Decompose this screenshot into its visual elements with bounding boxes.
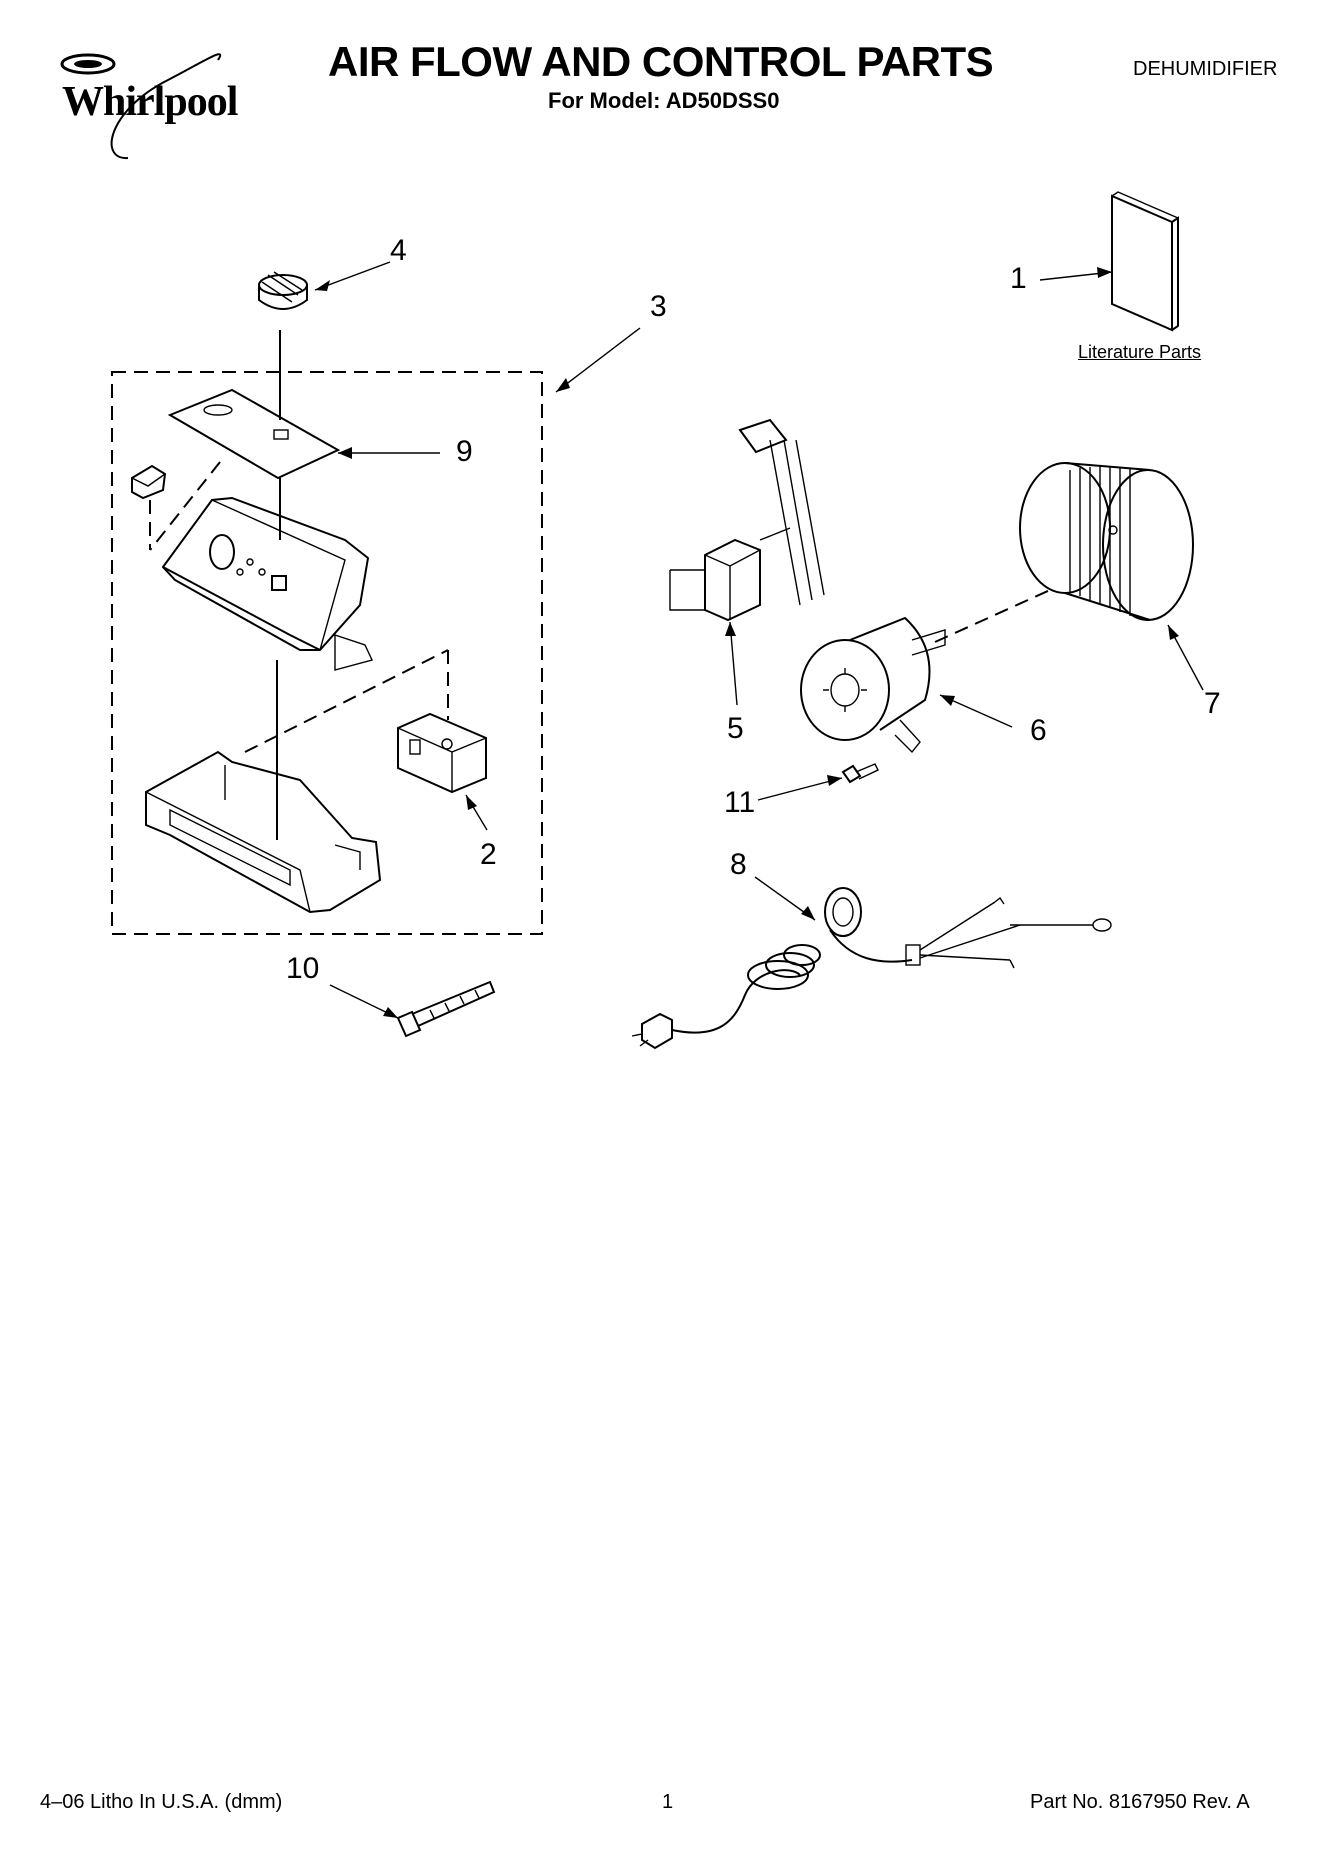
logo-swirl-icon — [60, 53, 222, 160]
whirlpool-logo: Whirlpool — [28, 40, 268, 170]
footer-page-number: 1 — [662, 1791, 674, 1813]
control-housing-part — [161, 496, 373, 671]
control-overlay-part — [167, 388, 341, 480]
screw-part — [841, 763, 879, 784]
callout-11: 11 — [724, 786, 756, 819]
footer-print-info: 4–06 Litho In U.S.A. (dmm) — [40, 1791, 283, 1813]
callout-10: 10 — [286, 952, 320, 985]
callout-6: 6 — [1030, 714, 1047, 747]
switch-block-part — [397, 712, 487, 794]
page-title: AIR FLOW AND CONTROL PARTS — [328, 38, 994, 85]
callout-4: 4 — [390, 234, 407, 267]
literature-parts-label: Literature Parts — [1078, 342, 1202, 362]
cable-tie-part — [396, 980, 496, 1038]
callout-8: 8 — [730, 848, 747, 881]
model-subtitle: For Model: AD50DSS0 — [548, 88, 780, 113]
control-base-tray-part — [145, 750, 382, 914]
callout-5: 5 — [727, 712, 744, 745]
callout-leaders — [314, 261, 1204, 1019]
blower-wheel-part — [1019, 462, 1194, 621]
knob-part — [258, 271, 308, 310]
callout-1: 1 — [1010, 262, 1027, 295]
capacitor-part — [669, 538, 761, 622]
power-cord-part — [631, 887, 1112, 1050]
callout-3: 3 — [650, 290, 667, 323]
callout-2: 2 — [480, 838, 497, 871]
control-assembly-boundary — [111, 371, 543, 935]
callout-7: 7 — [1204, 687, 1221, 720]
product-category: DEHUMIDIFIER — [1133, 58, 1278, 80]
literature-booklet-part — [1111, 191, 1179, 332]
fan-motor-part — [738, 418, 946, 754]
indicator-cap-part — [131, 464, 167, 500]
callout-9: 9 — [456, 435, 473, 468]
footer-part-number: Part No. 8167950 Rev. A — [1030, 1791, 1250, 1813]
logo-wordmark: Whirlpool — [62, 79, 238, 125]
